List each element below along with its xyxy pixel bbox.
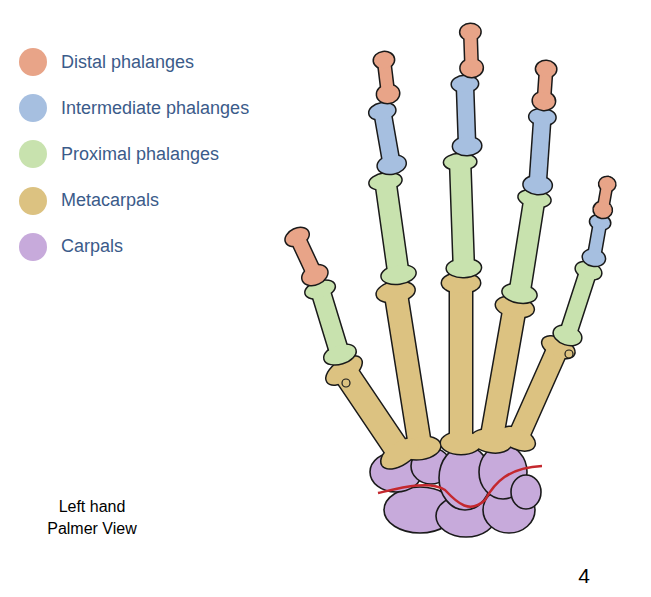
bone-foramina xyxy=(342,350,573,387)
legend-swatch xyxy=(19,140,47,168)
legend-text: Distal phalanges xyxy=(61,52,194,73)
foramen-mark xyxy=(565,350,573,358)
legend-text: Carpals xyxy=(61,236,123,257)
distal-fill xyxy=(282,24,617,289)
metacarpal-outline xyxy=(321,273,578,474)
distal-outline xyxy=(282,24,617,289)
proximal-outline xyxy=(302,153,604,367)
legend-text: Intermediate phalanges xyxy=(61,98,249,119)
intermediate-fill xyxy=(367,76,612,268)
foramen-mark xyxy=(342,379,350,387)
legend-swatch xyxy=(19,187,47,215)
legend-swatch xyxy=(19,94,47,122)
legend-entry: Carpals xyxy=(19,232,123,262)
legend-text: Metacarpals xyxy=(61,190,159,211)
legend-swatch xyxy=(19,48,47,76)
legend-swatch xyxy=(19,233,47,261)
carpal-bone xyxy=(511,475,541,509)
proximal-fill xyxy=(302,153,604,367)
page-number: 4 xyxy=(570,563,598,589)
legend-text: Proximal phalanges xyxy=(61,144,219,165)
metacarpal-fill xyxy=(321,273,578,474)
wrist-line xyxy=(378,466,542,507)
legend-entry: Proximal phalanges xyxy=(19,139,219,169)
legend-entry: Metacarpals xyxy=(19,186,159,216)
legend-entry: Intermediate phalanges xyxy=(19,93,249,123)
intermediate-outline xyxy=(367,76,612,268)
legend-entry: Distal phalanges xyxy=(19,47,194,77)
view-caption: Left hand Palmer View xyxy=(38,496,146,540)
